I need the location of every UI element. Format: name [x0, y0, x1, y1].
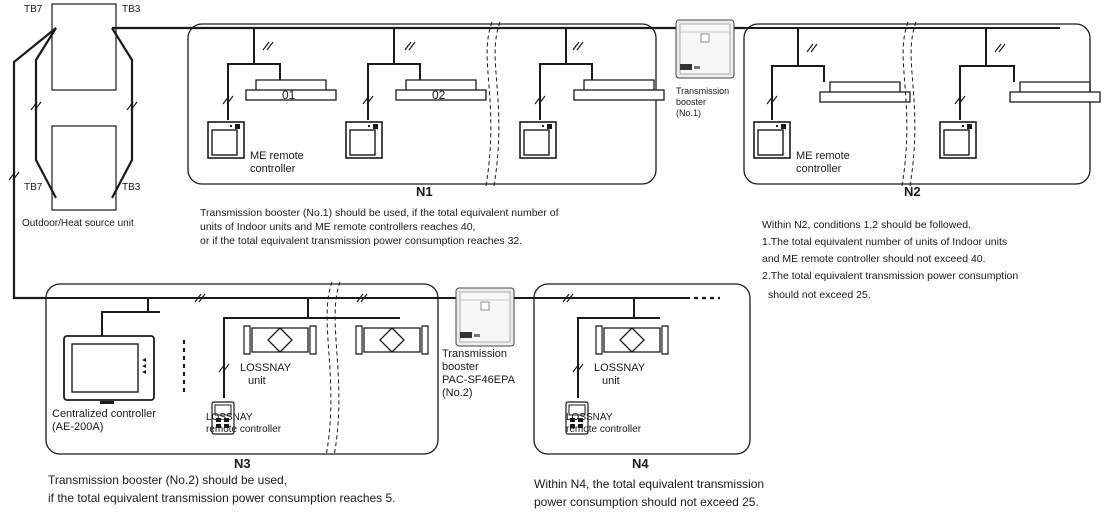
- me-remote-n1-2: [345, 121, 383, 159]
- booster-no2-label-2: booster: [442, 361, 479, 373]
- me-remote-n2-2: [939, 121, 977, 159]
- n4-note-line-2: power consumption should not exceed 25.: [534, 495, 759, 509]
- n2-note-line-1: Within N2, conditions 1,2 should be foll…: [762, 219, 971, 231]
- lossnay-unit-n3-label-2: unit: [248, 375, 266, 387]
- tb7-label-bottom: TB7: [24, 182, 43, 193]
- lossnay-remote-n3-label-2: remote controller: [206, 424, 282, 435]
- booster-no2-label-1: Transmission: [442, 348, 507, 360]
- n3-note-line-1: Transmission booster (No.2) should be us…: [48, 473, 288, 487]
- network-n1-label: N1: [416, 184, 433, 199]
- n1-note-line-3: or if the total equivalent transmission …: [200, 235, 523, 247]
- lossnay-unit-n4-label-2: unit: [602, 375, 620, 387]
- outdoor-unit-1: [51, 3, 117, 91]
- me-remote-n2-label-2: controller: [796, 163, 842, 175]
- n2-note-line-5: should not exceed 25.: [768, 289, 871, 301]
- n2-note-line-4: 2.The total equivalent transmission powe…: [762, 270, 1019, 282]
- lossnay-unit-n4: [595, 325, 669, 355]
- n1-note-line-2: units of Indoor units and ME remote cont…: [200, 221, 476, 233]
- booster-no2: [455, 287, 515, 347]
- lossnay-remote-n3-label-1: LOSSNAY: [206, 412, 253, 423]
- indoor-unit-n2-2: [1009, 81, 1101, 103]
- me-remote-n1-label-1: ME remote: [250, 150, 304, 162]
- me-remote-n1-3: [519, 121, 557, 159]
- indoor-unit-02-label: 02: [432, 88, 446, 102]
- tb3-label-bottom: TB3: [122, 182, 141, 193]
- booster-no1-label-2: booster: [676, 97, 707, 107]
- network-n3-label: N3: [234, 456, 251, 471]
- indoor-unit-n1-last: [573, 79, 665, 101]
- me-remote-n2-1: [753, 121, 791, 159]
- booster-no2-label-3: PAC-SF46EPA: [442, 374, 515, 386]
- centralized-controller: [63, 335, 155, 404]
- lossnay-remote-n4-label-2: remote controller: [566, 424, 642, 435]
- lossnay-unit-n3-label-1: LOSSNAY: [240, 362, 292, 374]
- booster-no1: [675, 19, 735, 79]
- tb7-label-top: TB7: [24, 4, 43, 15]
- network-n3-box: [45, 283, 439, 455]
- indoor-unit-01-label: 01: [282, 88, 296, 102]
- lossnay-unit-n4-label-1: LOSSNAY: [594, 362, 646, 374]
- network-n1-box: [187, 23, 657, 185]
- n2-note-line-2: 1.The total equivalent number of units o…: [762, 236, 1008, 248]
- lossnay-unit-n3-2: [355, 325, 429, 355]
- n4-note-line-1: Within N4, the total equivalent transmis…: [534, 477, 765, 491]
- booster-no1-label-3: (No.1): [676, 108, 702, 118]
- network-n4-box: [533, 283, 751, 455]
- network-n2-label: N2: [904, 184, 921, 199]
- outdoor-unit-2: [51, 125, 117, 211]
- booster-no1-label-1: Transmission: [676, 86, 730, 96]
- n3-note-line-2: if the total equivalent transmission pow…: [48, 491, 396, 505]
- network-n4-label: N4: [632, 456, 649, 471]
- lossnay-unit-n3-1: [243, 325, 317, 355]
- n2-note-line-3: and ME remote controller should not exce…: [762, 253, 986, 265]
- indoor-unit-n2-1: [819, 81, 911, 103]
- centralized-controller-label-2: (AE-200A): [52, 421, 104, 433]
- me-remote-n1-label-2: controller: [250, 163, 296, 175]
- tb3-label-top: TB3: [122, 4, 141, 15]
- booster-no2-label-4: (No.2): [442, 387, 473, 399]
- lossnay-remote-n4-label-1: LOSSNAY: [566, 412, 613, 423]
- n1-note-line-1: Transmission booster (No.1) should be us…: [200, 207, 559, 219]
- outdoor-unit-label: Outdoor/Heat source unit: [22, 218, 134, 229]
- me-remote-n1-1: [207, 121, 245, 159]
- me-remote-n2-label-1: ME remote: [796, 150, 850, 162]
- network-n2-box: [743, 23, 1091, 185]
- centralized-controller-label-1: Centralized controller: [52, 408, 156, 420]
